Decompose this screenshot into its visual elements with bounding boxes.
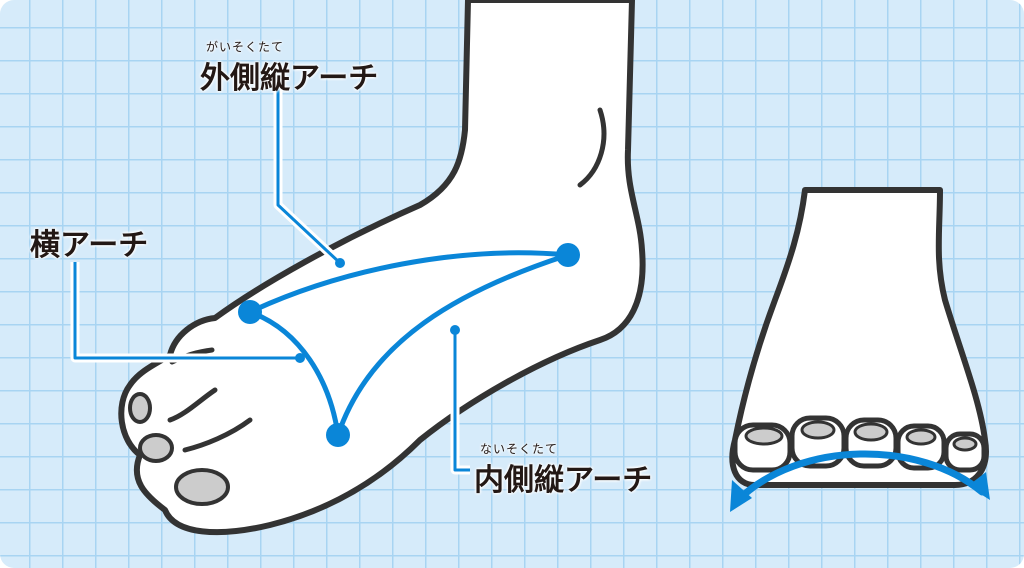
arrowhead-left <box>730 480 752 512</box>
lateral-arch-text: 外側縦アーチ <box>200 61 379 96</box>
toenail <box>174 468 230 506</box>
lateral-arch-ruby: がいそくたて <box>206 40 285 54</box>
toenail <box>138 433 174 463</box>
medial-arch-ruby: ないそくたて <box>480 442 559 456</box>
transverse-arch-line <box>247 309 341 438</box>
transverse-arch-label: 横アーチ <box>30 220 148 264</box>
front-foot <box>729 187 989 488</box>
arrowhead-right <box>968 472 990 500</box>
lateral-arch-label: がいそくたて 外側縦アーチ <box>200 38 378 97</box>
transverse-arch-text: 横アーチ <box>30 228 149 263</box>
transverse-arch-arrow <box>734 450 986 504</box>
medial-arch-label: ないそくたて 内側縦アーチ <box>474 440 652 499</box>
medial-arch-line <box>335 252 571 438</box>
medial-arch-text: 内側縦アーチ <box>474 463 653 498</box>
lateral-arch-line <box>247 250 571 315</box>
toenail <box>128 392 152 424</box>
